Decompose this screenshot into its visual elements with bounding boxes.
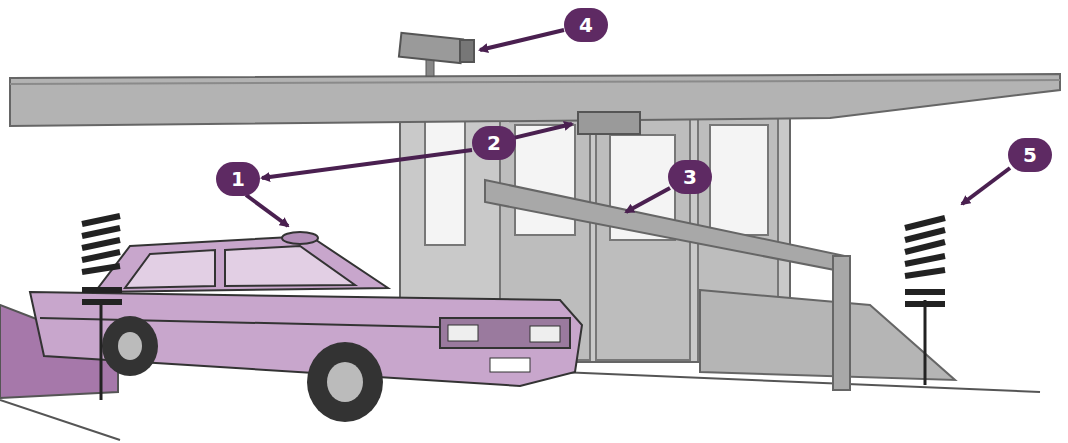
callout-number: 3: [668, 160, 712, 194]
callout-number: 2: [472, 126, 516, 160]
callout-number: 4: [564, 8, 608, 42]
callout-number: 1: [216, 162, 260, 196]
callout-number: 5: [1008, 138, 1052, 172]
